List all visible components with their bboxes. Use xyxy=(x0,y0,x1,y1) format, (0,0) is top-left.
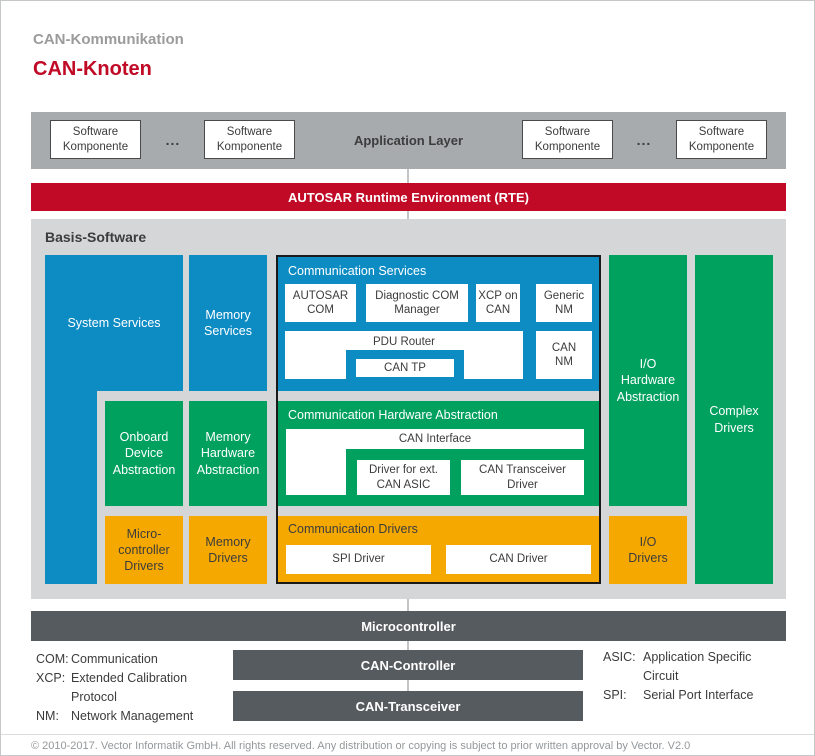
legend-definition: Network Management xyxy=(71,709,194,723)
rte-bar: AUTOSAR Runtime Environment (RTE) xyxy=(31,183,786,211)
application-layer-bar xyxy=(31,112,786,169)
legend-left: COM: Communication XCP: Extended Calibra… xyxy=(36,650,221,726)
pdu-router-label: PDU Router xyxy=(373,336,435,348)
complex-drivers-block: Complex Drivers xyxy=(695,255,773,584)
microcontroller-drivers-block: Micro-controller Drivers xyxy=(105,516,183,584)
spi-driver-box: SPI Driver xyxy=(286,545,431,574)
page-title: CAN-Knoten xyxy=(33,58,152,80)
memory-services-block: Memory Services xyxy=(189,255,267,391)
pdu-router-box: PDU Router CAN TP xyxy=(285,331,523,379)
software-component-box: Software Komponente xyxy=(522,120,613,159)
microcontroller-bar: Microcontroller xyxy=(31,611,786,641)
can-interface-box: CAN Interface xyxy=(286,429,584,449)
io-hardware-abstraction-block: I/O Hardware Abstraction xyxy=(609,255,687,506)
can-transceiver-driver-box: CAN Transceiver Driver xyxy=(461,460,584,495)
basis-software-title: Basis-Software xyxy=(45,229,147,245)
legend-term: XCP: xyxy=(36,671,66,685)
communication-services-title: Communication Services xyxy=(288,264,427,278)
legend-right: ASIC: Application Specific Circuit SPI: … xyxy=(603,648,783,705)
legend-definition: Communication xyxy=(71,652,158,666)
xcp-on-can-box: XCP on CAN xyxy=(476,284,520,322)
legend-term: ASIC: xyxy=(603,650,636,664)
software-component-box: Software Komponente xyxy=(204,120,295,159)
legend-definition: Extended Calibration Protocol xyxy=(71,671,188,704)
memory-drivers-block: Memory Drivers xyxy=(189,516,267,584)
connector-line xyxy=(407,211,409,219)
pdu-router-notch: CAN TP xyxy=(346,350,464,379)
can-interface-leg xyxy=(286,449,346,495)
connector-line xyxy=(407,169,409,183)
software-component-box: Software Komponente xyxy=(676,120,767,159)
ellipsis: ... xyxy=(165,132,181,148)
connector-line xyxy=(407,599,409,611)
can-nm-box: CAN NM xyxy=(536,331,592,379)
can-transceiver-bar: CAN-Transceiver xyxy=(233,691,583,721)
driver-ext-can-asic-box: Driver for ext. CAN ASIC xyxy=(357,460,450,495)
autosar-com-box: AUTOSAR COM xyxy=(285,284,356,322)
onboard-device-abstraction-block: Onboard Device Abstraction xyxy=(105,401,183,506)
page-subtitle: CAN-Kommunikation xyxy=(33,31,184,48)
communication-hw-abstraction-title: Communication Hardware Abstraction xyxy=(288,408,498,422)
communication-drivers-title: Communication Drivers xyxy=(288,522,418,536)
can-driver-box: CAN Driver xyxy=(446,545,591,574)
footer-divider xyxy=(1,734,814,735)
diagnostic-com-manager-box: Diagnostic COM Manager xyxy=(366,284,468,322)
legend-definition: Serial Port Interface xyxy=(643,688,754,702)
footer-copyright: © 2010-2017. Vector Informatik GmbH. All… xyxy=(31,740,691,752)
legend-term: COM: xyxy=(36,652,69,666)
io-drivers-block: I/O Drivers xyxy=(609,516,687,584)
ellipsis: ... xyxy=(636,132,652,148)
memory-hardware-abstraction-block: Memory Hardware Abstraction xyxy=(189,401,267,506)
software-component-box: Software Komponente xyxy=(50,120,141,159)
can-tp-box: CAN TP xyxy=(356,359,454,377)
connector-line xyxy=(407,680,409,691)
legend-term: NM: xyxy=(36,709,59,723)
system-services-block: System Services xyxy=(45,255,183,391)
can-controller-bar: CAN-Controller xyxy=(233,650,583,680)
legend-definition: Application Specific Circuit xyxy=(643,650,752,683)
legend-term: SPI: xyxy=(603,688,627,702)
application-layer-label: Application Layer xyxy=(353,133,464,148)
generic-nm-box: Generic NM xyxy=(536,284,592,322)
connector-line xyxy=(407,641,409,650)
